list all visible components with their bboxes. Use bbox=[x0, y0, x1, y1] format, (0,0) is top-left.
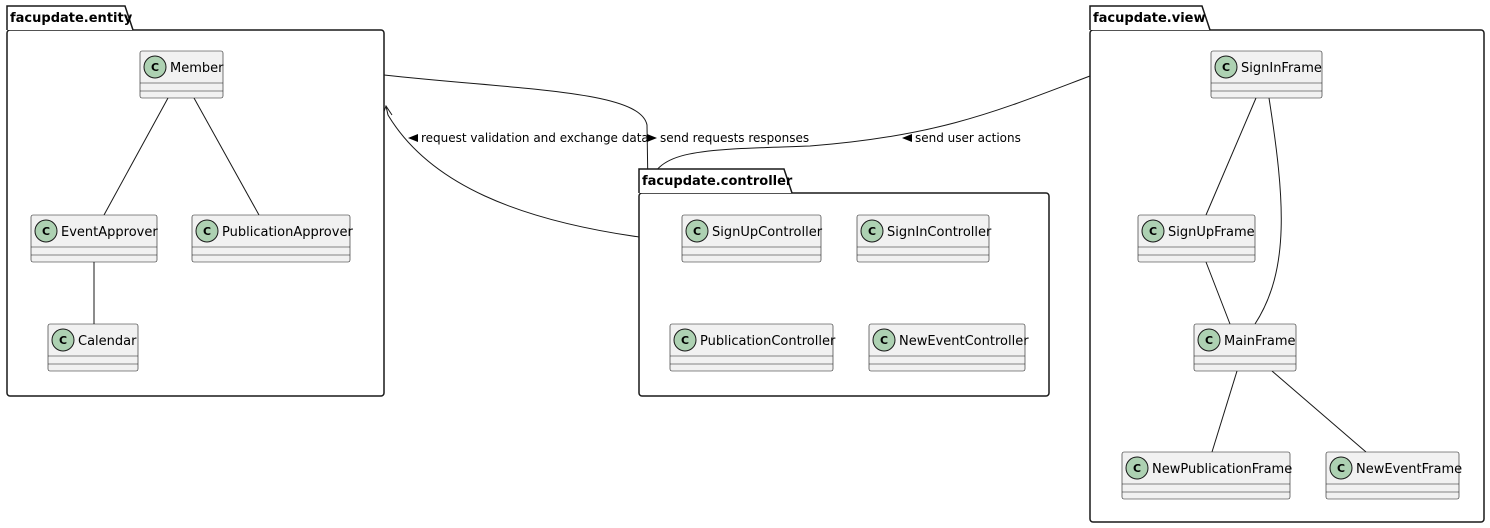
class-stereotype-icon bbox=[34, 219, 58, 243]
class-stereotype-icon bbox=[143, 55, 167, 79]
class-stereotype-icon bbox=[673, 328, 697, 352]
class-name: PublicationController bbox=[700, 334, 836, 349]
class-stereotype-icon bbox=[1197, 328, 1221, 352]
dependency-label-controller-entity: request validation and exchange data bbox=[408, 131, 649, 145]
dependency-label: request validation and exchange data bbox=[421, 131, 649, 145]
class-stereotype-icon bbox=[872, 328, 896, 352]
association-member-publicationapprover bbox=[193, 97, 260, 216]
class-stereotype-letter: C bbox=[693, 225, 701, 238]
class-stereotype-letter: C bbox=[868, 225, 876, 238]
package-frame bbox=[6, 29, 385, 397]
class-box bbox=[191, 214, 351, 263]
class-neweventcontroller[interactable]: C NewEventController bbox=[868, 323, 1029, 372]
class-stereotype-letter: C bbox=[681, 334, 689, 347]
class-calendar[interactable]: C Calendar bbox=[47, 323, 139, 372]
class-box bbox=[1121, 451, 1291, 500]
class-name: SignInFrame bbox=[1241, 61, 1322, 76]
class-eventapprover[interactable]: C EventApprover bbox=[30, 214, 158, 263]
class-name: NewEventFrame bbox=[1356, 462, 1462, 477]
dependency-label-entity-controller: send requests responses bbox=[647, 131, 809, 145]
associations-layer bbox=[93, 97, 1367, 453]
package-title: facupdate.view bbox=[1093, 11, 1206, 26]
dependency-line bbox=[383, 74, 649, 191]
class-stereotype-letter: C bbox=[151, 61, 159, 74]
dependency-label-view-controller: send user actions bbox=[902, 131, 1021, 145]
class-stereotype-icon bbox=[195, 219, 219, 243]
class-stereotype-letter: C bbox=[1205, 334, 1213, 347]
association-mainframe-neweventframe bbox=[1271, 370, 1367, 453]
association-signupframe-mainframe bbox=[1205, 261, 1231, 325]
direction-triangle-icon bbox=[902, 134, 912, 142]
dependency-line bbox=[385, 105, 640, 238]
package-tab bbox=[638, 168, 793, 194]
package-title: facupdate.controller bbox=[642, 174, 793, 189]
class-box bbox=[868, 323, 1026, 372]
class-publicationcontroller[interactable]: C PublicationController bbox=[669, 323, 836, 372]
direction-triangle-icon bbox=[647, 134, 657, 142]
class-stereotype-icon bbox=[1329, 456, 1353, 480]
direction-triangle-icon bbox=[408, 134, 418, 142]
class-name: SignUpFrame bbox=[1168, 225, 1255, 240]
class-box bbox=[30, 214, 158, 263]
class-stereotype-icon bbox=[860, 219, 884, 243]
class-signincontroller[interactable]: C SignInController bbox=[856, 214, 992, 263]
class-stereotype-icon bbox=[51, 328, 75, 352]
class-name: PublicationApprover bbox=[222, 225, 353, 240]
class-newpublicationframe[interactable]: C NewPublicationFrame bbox=[1121, 451, 1292, 500]
class-stereotype-letter: C bbox=[203, 225, 211, 238]
association-mainframe-newpublicationframe bbox=[1211, 370, 1238, 453]
package-tab bbox=[6, 5, 134, 31]
class-stereotype-icon bbox=[1125, 456, 1149, 480]
dependency-label: send user actions bbox=[915, 131, 1021, 145]
class-neweventframe[interactable]: C NewEventFrame bbox=[1325, 451, 1462, 500]
class-stereotype-letter: C bbox=[59, 334, 67, 347]
class-stereotype-letter: C bbox=[1149, 225, 1157, 238]
class-stereotype-letter: C bbox=[1337, 462, 1345, 475]
association-signinframe-mainframe bbox=[1254, 97, 1282, 325]
class-name: EventApprover bbox=[61, 225, 158, 240]
association-member-eventapprover bbox=[103, 97, 169, 216]
class-name: NewPublicationFrame bbox=[1152, 462, 1292, 477]
class-stereotype-letter: C bbox=[1133, 462, 1141, 475]
class-stereotype-letter: C bbox=[42, 225, 50, 238]
class-name: SignInController bbox=[887, 225, 992, 240]
class-mainframe[interactable]: C MainFrame bbox=[1193, 323, 1297, 372]
class-box bbox=[1325, 451, 1460, 500]
class-box bbox=[1137, 214, 1256, 263]
package-entity: facupdate.entity bbox=[6, 5, 385, 397]
class-box bbox=[669, 323, 834, 372]
association-signinframe-signupframe bbox=[1205, 97, 1257, 216]
class-publicationapprover[interactable]: C PublicationApprover bbox=[191, 214, 353, 263]
class-name: Calendar bbox=[78, 334, 137, 349]
class-name: Member bbox=[170, 61, 224, 76]
class-stereotype-icon bbox=[1141, 219, 1165, 243]
class-stereotype-icon bbox=[1214, 55, 1238, 79]
class-name: SignUpController bbox=[712, 225, 823, 240]
class-stereotype-icon bbox=[685, 219, 709, 243]
class-name: NewEventController bbox=[899, 334, 1029, 349]
class-box bbox=[1210, 50, 1323, 99]
dependency-controller-entity bbox=[381, 104, 640, 238]
class-signupframe[interactable]: C SignUpFrame bbox=[1137, 214, 1256, 263]
class-signinframe[interactable]: C SignInFrame bbox=[1210, 50, 1323, 99]
class-member[interactable]: C Member bbox=[139, 50, 224, 99]
class-stereotype-letter: C bbox=[880, 334, 888, 347]
class-box bbox=[856, 214, 990, 263]
class-box bbox=[681, 214, 822, 263]
class-name: MainFrame bbox=[1224, 334, 1296, 349]
dependency-line bbox=[647, 75, 1091, 191]
package-frame bbox=[1089, 29, 1485, 523]
package-tab bbox=[1089, 5, 1211, 31]
edge-labels-layer: send requests responses request validatio… bbox=[408, 131, 1021, 145]
package-view: facupdate.view bbox=[1089, 5, 1485, 523]
dependency-label: send requests responses bbox=[660, 131, 809, 145]
class-stereotype-letter: C bbox=[1222, 61, 1230, 74]
package-title: facupdate.entity bbox=[10, 11, 133, 26]
class-signupcontroller[interactable]: C SignUpController bbox=[681, 214, 823, 263]
